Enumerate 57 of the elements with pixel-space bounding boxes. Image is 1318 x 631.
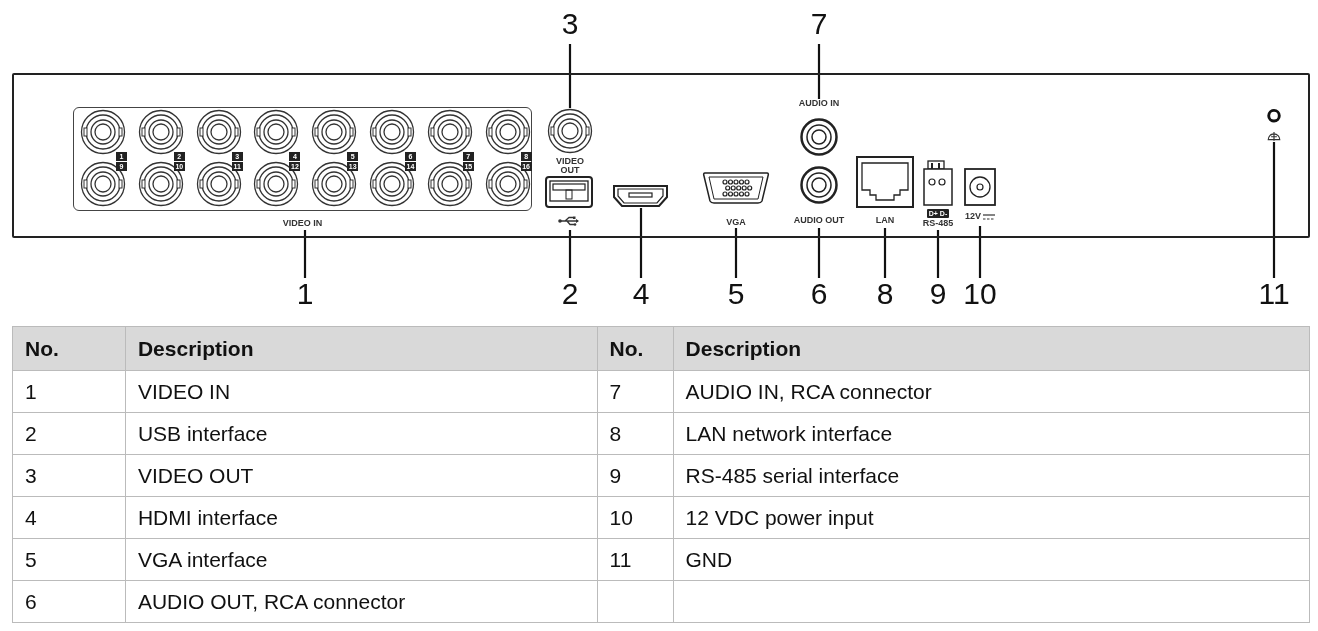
callout-number: 3 bbox=[550, 6, 590, 42]
leader-line bbox=[817, 44, 821, 99]
item-number: 7 bbox=[609, 379, 622, 403]
item-description: VIDEO OUT bbox=[137, 463, 254, 487]
leader-line bbox=[568, 44, 572, 108]
callout-number: 1 bbox=[285, 276, 325, 312]
item-description: USB interface bbox=[137, 421, 268, 445]
leader-line bbox=[303, 230, 307, 278]
item-number: 9 bbox=[609, 463, 622, 487]
port-label: VIDEO OUT bbox=[555, 157, 585, 176]
callout-number: 7 bbox=[799, 6, 839, 42]
leader-line bbox=[978, 226, 982, 278]
column-header: Description bbox=[137, 336, 254, 360]
item-number: 2 bbox=[25, 421, 37, 445]
item-number: 11 bbox=[609, 547, 632, 571]
leader-line bbox=[1272, 142, 1276, 278]
item-number: 3 bbox=[25, 463, 37, 487]
item-number: 1 bbox=[25, 379, 37, 403]
item-number: 4 bbox=[25, 505, 37, 529]
item-description: AUDIO OUT, RCA connector bbox=[137, 589, 406, 613]
port-label: 12V bbox=[965, 212, 981, 222]
item-description: VGA interface bbox=[137, 547, 268, 571]
callout-number: 10 bbox=[960, 276, 1000, 312]
item-number: 5 bbox=[25, 547, 37, 571]
item-description: LAN network interface bbox=[685, 421, 893, 445]
callout-number: 5 bbox=[716, 276, 756, 312]
item-number: 8 bbox=[609, 421, 622, 445]
column-header: Description bbox=[685, 336, 802, 360]
leader-line bbox=[568, 230, 572, 278]
item-description: 12 VDC power input bbox=[685, 505, 874, 529]
callout-number: 11 bbox=[1254, 276, 1294, 312]
port-label: RS-485 bbox=[922, 219, 954, 229]
item-description: AUDIO IN, RCA connector bbox=[685, 379, 932, 403]
leader-line bbox=[734, 228, 738, 278]
port-label: AUDIO IN bbox=[798, 99, 840, 109]
item-description: HDMI interface bbox=[137, 505, 278, 529]
item-number: 10 bbox=[609, 505, 633, 529]
callout-number: 2 bbox=[550, 276, 590, 312]
callout-number: 6 bbox=[799, 276, 839, 312]
port-label: VIDEO IN bbox=[282, 219, 323, 229]
callout-number: 9 bbox=[918, 276, 958, 312]
column-header: No. bbox=[609, 336, 644, 360]
rear-panel bbox=[12, 73, 1310, 238]
port-label: LAN bbox=[875, 216, 895, 226]
port-label: VGA bbox=[726, 218, 746, 228]
leader-line bbox=[817, 228, 821, 278]
item-description: RS-485 serial interface bbox=[685, 463, 900, 487]
item-number: 6 bbox=[25, 589, 37, 613]
callout-number: 4 bbox=[621, 276, 661, 312]
item-description: GND bbox=[685, 547, 733, 571]
leader-line bbox=[639, 208, 643, 278]
column-header: No. bbox=[25, 336, 59, 360]
leader-line bbox=[936, 230, 940, 278]
leader-line bbox=[883, 228, 887, 278]
port-label: AUDIO OUT bbox=[793, 216, 845, 226]
item-description: VIDEO IN bbox=[137, 379, 231, 403]
callout-number: 8 bbox=[865, 276, 905, 312]
